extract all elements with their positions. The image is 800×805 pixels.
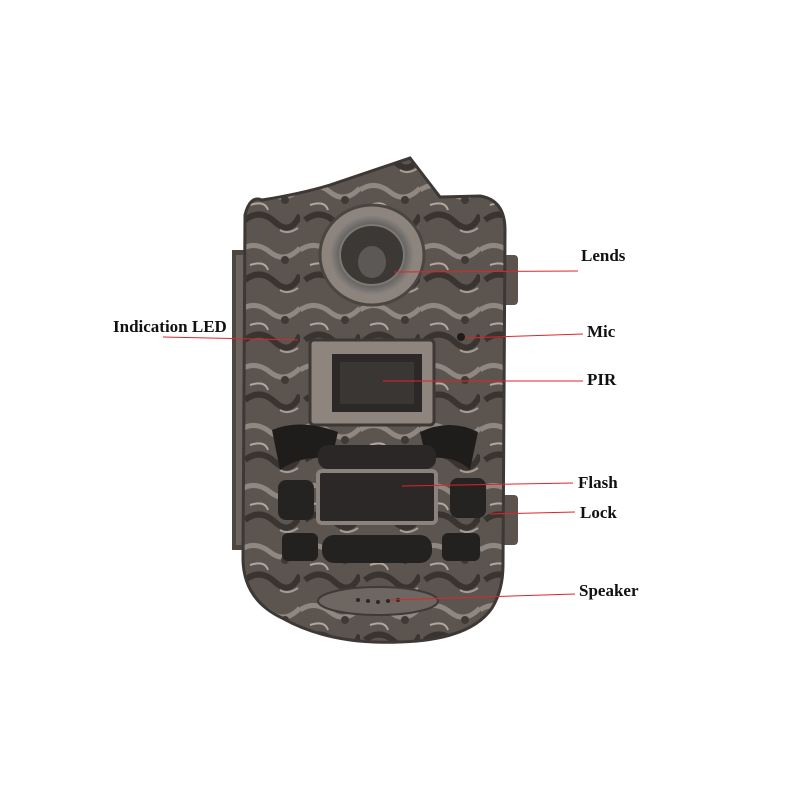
leader-line-lends [393, 270, 579, 273]
leader-line-mic [464, 333, 584, 339]
label-mic: Mic [587, 322, 616, 341]
pir-window [308, 338, 436, 427]
label-lends: Lends [581, 246, 626, 265]
label-indication-led: Indication LED [113, 317, 227, 336]
label-lock: Lock [580, 503, 617, 522]
leader-line-flash [401, 482, 574, 487]
leader-line-indled [162, 336, 299, 341]
lens-assembly [318, 203, 426, 307]
flash-panel [272, 424, 486, 563]
label-pir: PIR [587, 370, 617, 389]
leader-line-speaker [389, 593, 576, 601]
label-flash: Flash [578, 473, 618, 492]
label-speaker: Speaker [579, 581, 639, 600]
mic-hole [457, 333, 465, 341]
speaker-grille [317, 586, 439, 616]
leader-line-lock [489, 511, 576, 515]
